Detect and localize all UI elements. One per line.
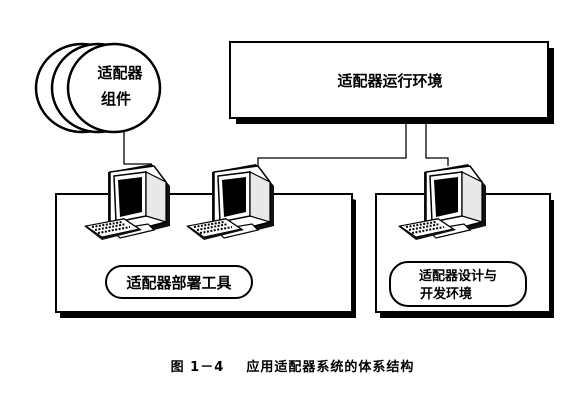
runtime-environment-box [229, 41, 554, 124]
design-env-label-line1: 适配器设计与 [419, 268, 497, 284]
deploy-tool-label: 适配器部署工具 [126, 274, 231, 292]
figure-caption: 图 1－4 应用适配器系统的体系结构 [0, 356, 585, 375]
component-label-line1: 适配器 [97, 64, 143, 82]
design-env-capsule [389, 261, 527, 307]
figure-title: 应用适配器系统的体系结构 [246, 360, 415, 375]
figure-number: 图 1－4 [170, 360, 225, 375]
deploy-tool-capsule [105, 265, 253, 299]
connection-lines [123, 124, 449, 166]
adapter-component-discs [34, 42, 162, 134]
component-label-line2: 组件 [101, 90, 131, 108]
architecture-diagram: 适配器 组件 适配器运行环境 适配器部署工具 适配器设计与 开发环境 [34, 41, 554, 318]
deploy-platform [55, 193, 356, 318]
runtime-label: 适配器运行环境 [337, 72, 442, 90]
design-env-label-line2: 开发环境 [420, 286, 472, 302]
